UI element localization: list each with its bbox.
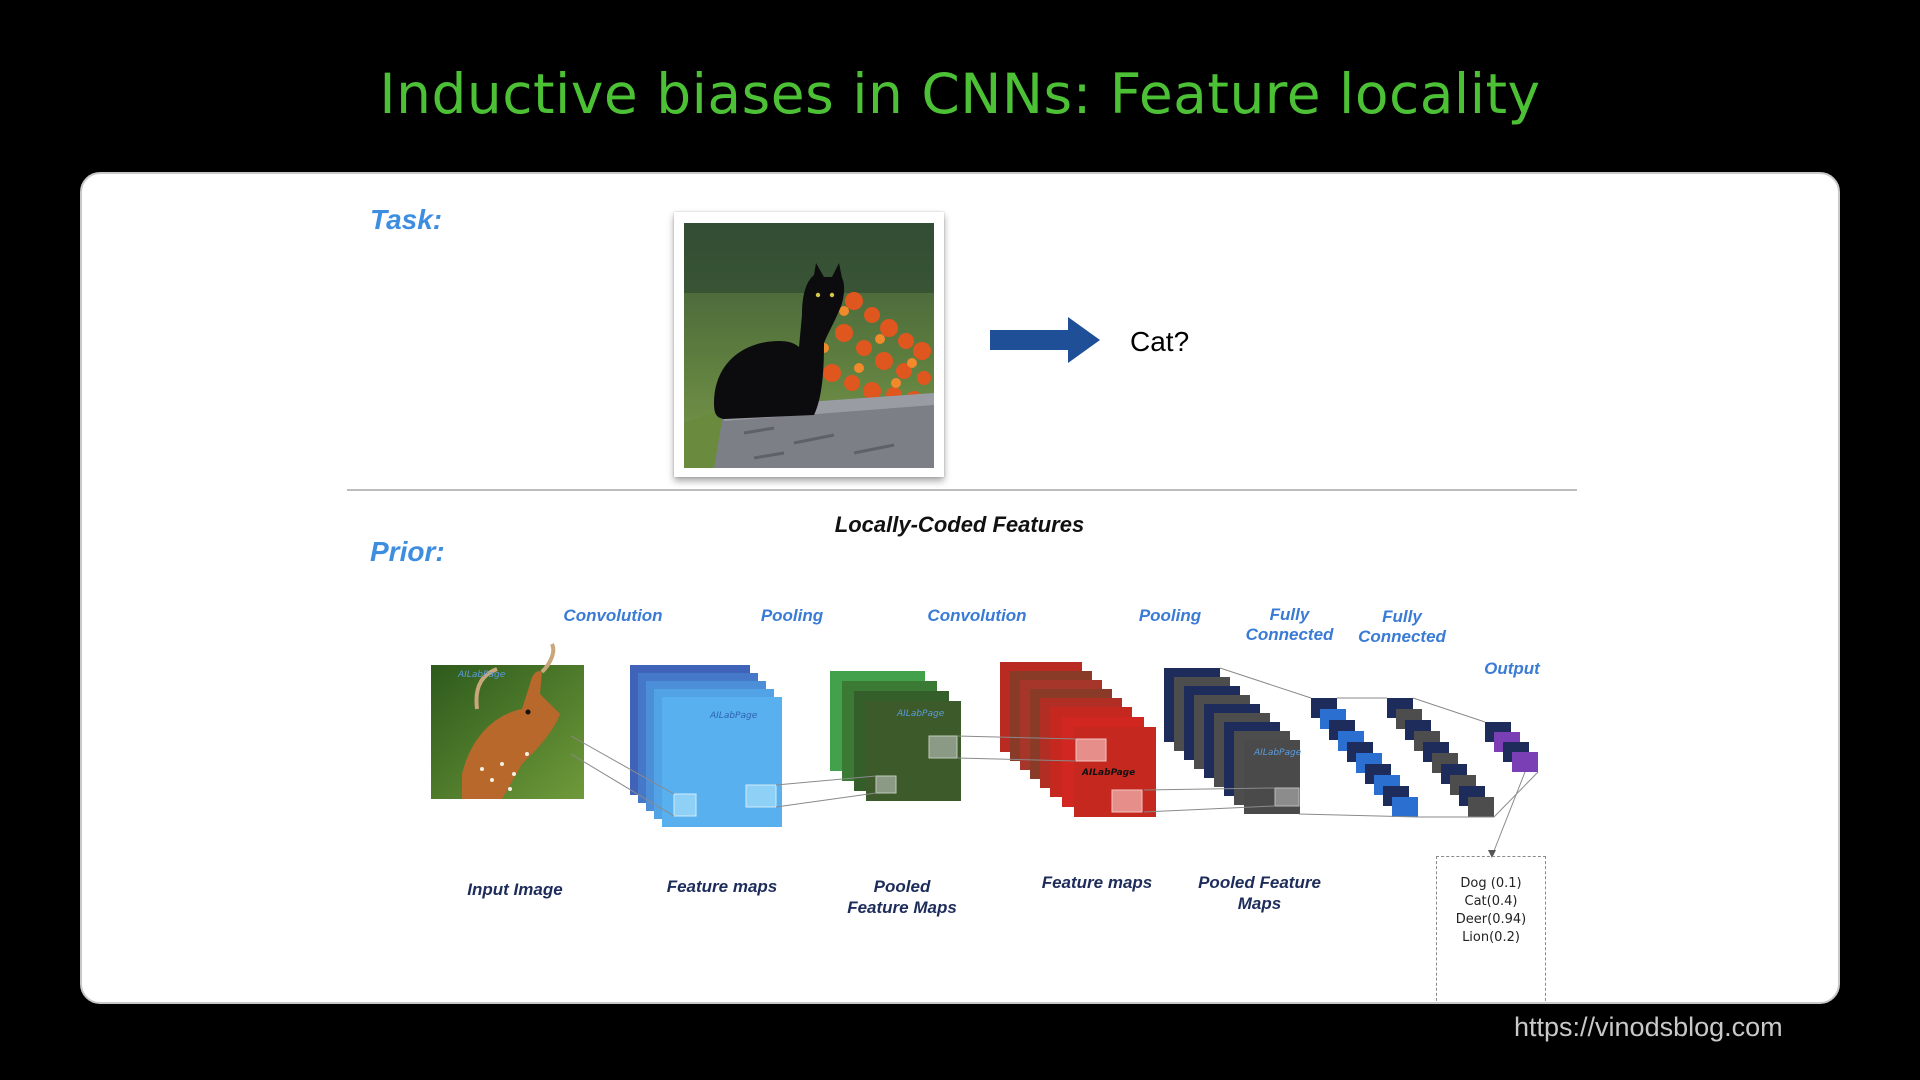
stage-label-output: Output [1484, 659, 1540, 678]
label-feature-maps-2: Feature maps [1041, 873, 1153, 892]
label-pooled-feature-maps-1: Pooled Feature Maps [847, 877, 957, 917]
fully-connected-layer-1 [1311, 698, 1418, 817]
slide-title: Inductive biases in CNNs: Feature locali… [379, 62, 1541, 126]
diagram-title: Locally-Coded Features [834, 512, 1085, 537]
pool1-feature-maps: AILabPage [830, 671, 961, 801]
pool2-feature-maps: AILabPage [1164, 668, 1302, 814]
prior-label: Prior: [370, 536, 445, 567]
output-class-item: Deer(0.94) [1455, 912, 1527, 927]
cat-photo [684, 223, 934, 468]
conv1-feature-maps: AILabPage [630, 665, 782, 827]
label-feature-maps-1: Feature maps [666, 877, 778, 896]
cat-photo-frame [674, 212, 944, 477]
output-class-item: Cat(0.4) [1464, 894, 1518, 909]
watermark-label-pool2: AILabPage [1253, 748, 1302, 758]
content-panel: Task: [80, 172, 1840, 1004]
task-answer: Cat? [1130, 326, 1190, 357]
label-input-image: Input Image [467, 880, 563, 899]
output-layer [1485, 722, 1538, 772]
output-class-item: Dog (0.1) [1460, 876, 1522, 891]
output-pointer-arrow-icon [1488, 850, 1496, 858]
output-class-item: Lion(0.2) [1462, 930, 1520, 945]
watermark-label-input: AILabPage [457, 670, 506, 680]
task-label: Task: [370, 204, 443, 235]
fully-connected-layer-2 [1387, 698, 1494, 817]
conv2-feature-maps: AILabPage [1000, 662, 1156, 817]
stage-label-pooling-1: Pooling [760, 606, 824, 625]
right-arrow-icon [990, 317, 1100, 363]
connection-lines [570, 667, 1539, 857]
label-pooled-feature-maps-2: Pooled Feature Maps [1198, 873, 1321, 913]
watermark-label-conv2: AILabPage [1081, 768, 1135, 778]
watermark-label-pool1: AILabPage [896, 709, 945, 719]
watermark-label-conv1: AILabPage [709, 711, 758, 721]
footer-url[interactable]: https://vinodsblog.com [1514, 1012, 1783, 1042]
section-divider [347, 489, 1577, 491]
stage-label-fully-connected-1: Fully Connected [1245, 605, 1334, 644]
stage-label-pooling-2: Pooling [1138, 606, 1202, 625]
stage-label-fully-connected-2: Fully Connected [1358, 607, 1446, 646]
stage-label-convolution-1: Convolution [563, 606, 663, 625]
stage-label-convolution-2: Convolution [927, 606, 1027, 625]
output-probabilities: Dog (0.1) Cat(0.4) Deer(0.94) Lion(0.2) [1436, 856, 1546, 1002]
cnn-diagram: AILabPage AILabPage AILabPage [431, 643, 1539, 858]
input-image: AILabPage [431, 643, 584, 799]
